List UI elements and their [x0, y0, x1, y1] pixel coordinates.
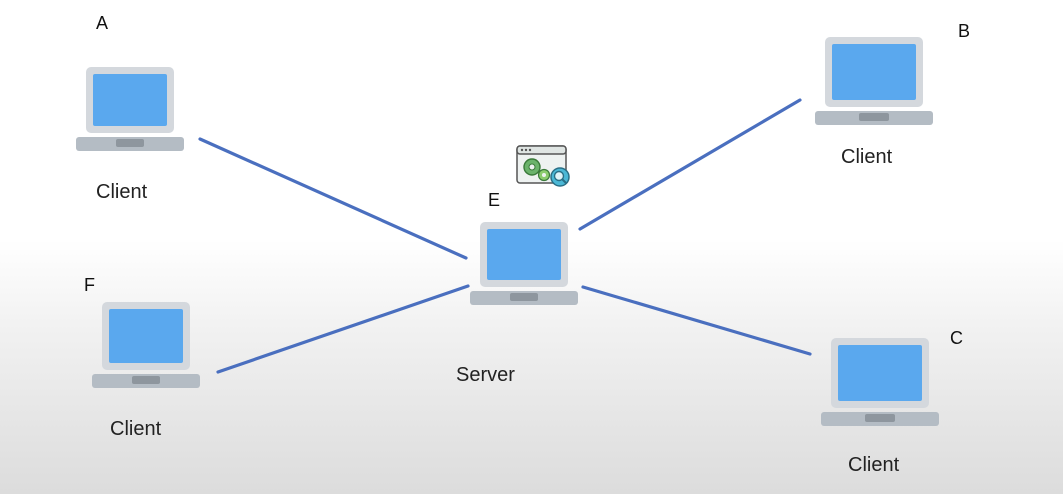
link-b-e	[578, 98, 802, 231]
laptop-icon	[821, 338, 939, 426]
laptop-screen	[93, 74, 167, 126]
laptop-screen	[487, 229, 561, 280]
laptop-icon	[815, 37, 933, 125]
node-role-a: Client	[96, 181, 148, 203]
laptop-icon	[92, 302, 200, 388]
link-a-e	[198, 137, 468, 260]
node-letter-b: B	[958, 21, 971, 41]
laptop-touchpad	[132, 376, 160, 384]
laptop-touchpad	[865, 414, 895, 422]
laptop-icon	[470, 222, 578, 305]
laptop-screen	[109, 309, 183, 363]
laptop-icon	[76, 67, 184, 151]
node-letter-c: C	[950, 328, 963, 348]
link-f-e	[216, 284, 470, 374]
laptop-screen	[832, 44, 916, 100]
node-role-f: Client	[110, 418, 162, 440]
node-role-e: Server	[456, 364, 515, 386]
node-letter-a: A	[96, 13, 109, 33]
server-settings-search-icon	[516, 145, 570, 187]
node-letter-f: F	[84, 275, 95, 295]
laptop-touchpad	[510, 293, 538, 301]
laptop-touchpad	[859, 113, 889, 121]
node-role-b: Client	[841, 146, 893, 168]
laptop-touchpad	[116, 139, 144, 147]
link-c-e	[581, 285, 812, 356]
node-letter-e: E	[488, 190, 501, 210]
node-role-c: Client	[848, 454, 900, 476]
laptop-screen	[838, 345, 922, 401]
